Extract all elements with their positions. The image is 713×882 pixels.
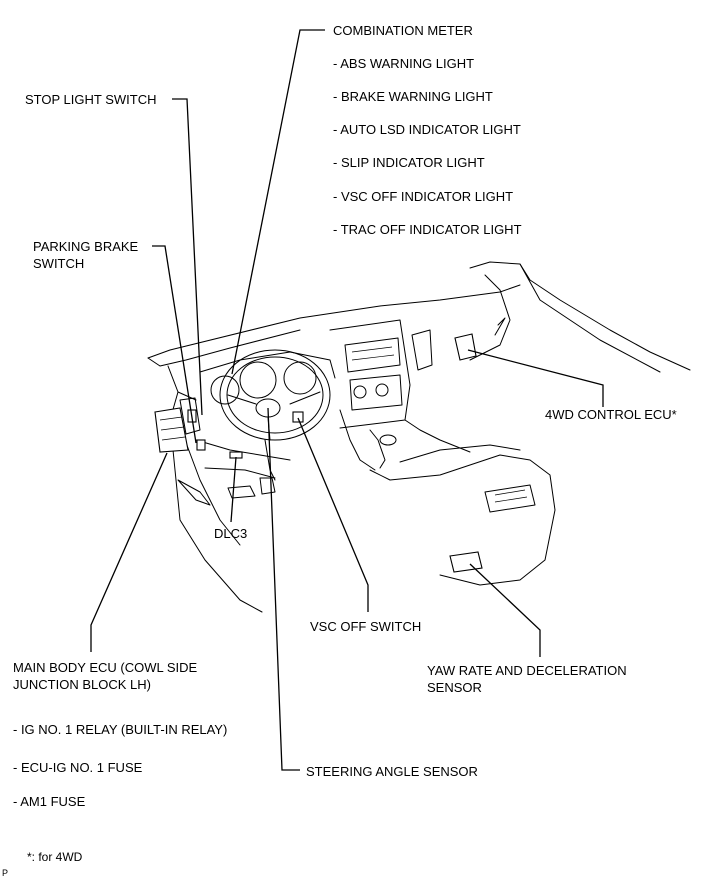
stop-light-switch-label: STOP LIGHT SWITCH <box>25 92 157 107</box>
yaw-rate-sensor-label: YAW RATE AND DECELERATION SENSOR <box>427 663 627 695</box>
steering-angle-sensor-label: STEERING ANGLE SENSOR <box>306 764 478 779</box>
meter-item-abs: - ABS WARNING LIGHT <box>333 56 475 71</box>
meter-item-auto-lsd: - AUTO LSD INDICATOR LIGHT <box>333 122 521 137</box>
parking-brake-switch-label: PARKING BRAKE SWITCH <box>33 239 139 271</box>
combination-meter-label: COMBINATION METER <box>333 23 473 38</box>
dashboard-outline <box>147 261 691 613</box>
4wd-control-ecu-label: 4WD CONTROL ECU* <box>545 407 677 422</box>
main-body-item-ig-relay: - IG NO. 1 RELAY (BUILT-IN RELAY) <box>13 722 228 737</box>
meter-item-brake: - BRAKE WARNING LIGHT <box>333 89 493 104</box>
main-body-item-ecu-ig-fuse: - ECU-IG NO. 1 FUSE <box>13 760 143 775</box>
component-shapes <box>154 333 483 573</box>
vsc-off-switch-label: VSC OFF SWITCH <box>310 619 422 634</box>
meter-item-slip: - SLIP INDICATOR LIGHT <box>333 155 485 170</box>
main-body-item-am1-fuse: - AM1 FUSE <box>13 794 86 809</box>
main-body-ecu-label: MAIN BODY ECU (COWL SIDE JUNCTION BLOCK … <box>13 660 198 692</box>
meter-item-vsc-off: - VSC OFF INDICATOR LIGHT <box>333 189 514 204</box>
leader-lines <box>90 29 604 771</box>
corner-mark: P <box>2 868 9 878</box>
meter-item-trac-off: - TRAC OFF INDICATOR LIGHT <box>333 222 522 237</box>
dlc3-label: DLC3 <box>214 526 248 541</box>
footnote: *: for 4WD <box>27 850 83 864</box>
